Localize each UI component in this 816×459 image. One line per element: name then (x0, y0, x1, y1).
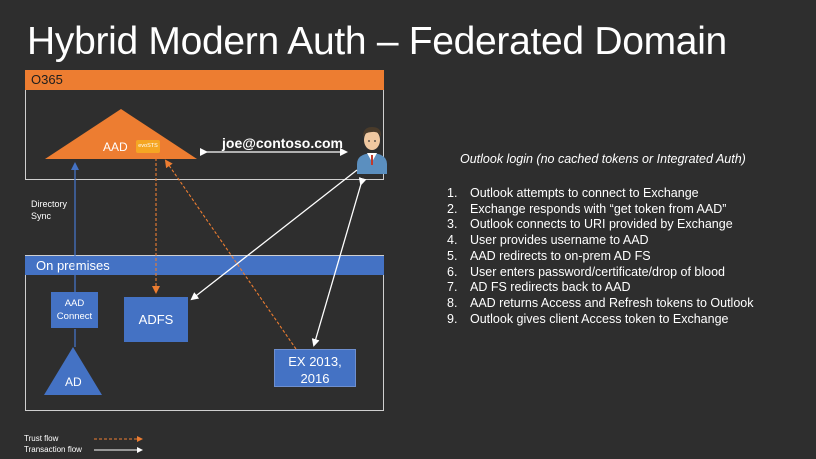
step-text: User enters password/certificate/drop of… (470, 264, 725, 279)
onprem-label: On premises (36, 258, 110, 273)
o365-header-bar (25, 70, 384, 90)
aad-connect-box: AAD Connect (51, 292, 98, 328)
step-text: Outlook gives client Access token to Exc… (470, 311, 729, 326)
transaction-flow-swatch (94, 447, 143, 453)
flow-steps-list: 1. Outlook attempts to connect to Exchang… (447, 186, 753, 327)
step-number: 9. (447, 311, 458, 326)
user-email: joe@contoso.com (222, 135, 343, 151)
legend-transaction-flow: Transaction flow (24, 444, 143, 455)
flow-step: 3. Outlook connects to URI provided by Ex… (447, 217, 753, 233)
step-number: 7. (447, 280, 458, 295)
aad-connect-line2: Connect (56, 311, 93, 322)
step-number: 3. (447, 217, 458, 232)
flow-step: 2. Exchange responds with “get token from… (447, 202, 753, 218)
legend-trust-flow: Trust flow (24, 433, 143, 444)
exchange-line2: 2016 (300, 371, 330, 386)
flow-step: 4. User provides username to AAD (447, 233, 753, 249)
exchange-box: EX 2013, 2016 (274, 349, 356, 387)
flow-step: 7. AD FS redirects back to AAD (447, 280, 753, 296)
step-number: 6. (447, 264, 458, 279)
step-number: 4. (447, 233, 458, 248)
evosts-badge: evoSTS (136, 140, 160, 153)
ad-triangle-shape (44, 347, 102, 395)
step-text: User provides username to AAD (470, 233, 649, 248)
legend-trust-flow-label: Trust flow (24, 434, 59, 443)
trust-flow-swatch (94, 436, 143, 442)
step-text: Outlook connects to URI provided by Exch… (470, 217, 733, 232)
directory-sync-line2: Sync (31, 211, 52, 221)
step-number: 1. (447, 186, 458, 200)
step-text: Exchange responds with “get token from A… (470, 201, 727, 216)
aad-connect-line1: AAD (64, 298, 85, 309)
flow-description-header: Outlook login (no cached tokens or Integ… (460, 152, 746, 166)
flow-step: 1. Outlook attempts to connect to Exchang… (447, 186, 753, 202)
flow-step: 9. Outlook gives client Access token to E… (447, 312, 753, 328)
user-icon (357, 127, 387, 174)
aad-label: AAD (103, 140, 128, 154)
flow-step: 5. AAD redirects to on-prem AD FS (447, 249, 753, 265)
exchange-line1: EX 2013, (288, 354, 342, 369)
legend: Trust flow Transaction flow (24, 433, 143, 455)
flow-step: 6. User enters password/certificate/drop … (447, 265, 753, 281)
step-number: 5. (447, 248, 458, 263)
step-text: AAD returns Access and Refresh tokens to… (470, 295, 754, 310)
directory-sync-line1: Directory (31, 199, 68, 209)
adfs-box: ADFS (124, 297, 188, 342)
slide-title: Hybrid Modern Auth – Federated Domain (27, 20, 727, 63)
flow-step: 8. AAD returns Access and Refresh tokens … (447, 296, 753, 312)
adfs-label: ADFS (138, 312, 174, 327)
step-text: AAD redirects to on-prem AD FS (470, 248, 651, 263)
legend-transaction-flow-label: Transaction flow (24, 445, 82, 454)
o365-label: O365 (31, 72, 63, 87)
step-number: 2. (447, 201, 458, 216)
step-number: 8. (447, 295, 458, 310)
directory-sync-label: Directory Sync (31, 198, 67, 222)
step-text: AD FS redirects back to AAD (470, 280, 631, 295)
step-text: Outlook attempts to connect to Exchange (470, 186, 699, 200)
ad-label: AD (65, 375, 82, 389)
